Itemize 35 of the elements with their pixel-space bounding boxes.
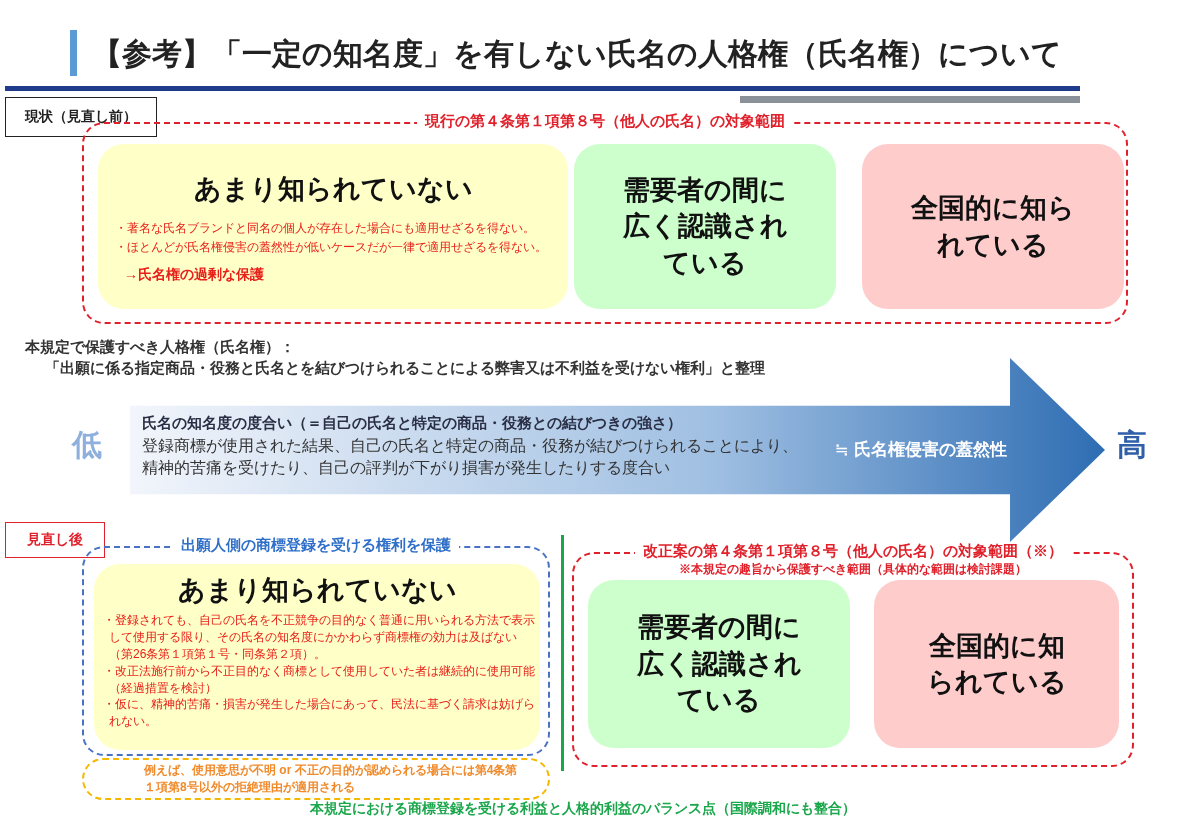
card-heading: 全国的に知られている <box>910 192 1076 262</box>
note-text: 本規定で保護すべき人格権（氏名権）： <box>25 338 295 357</box>
note-text: 本規定における商標登録を受ける利益と人格的利益のバランス点（国際調和にも整合） <box>310 800 856 817</box>
slide-title: 【参考】「一定の知名度」を有しない氏名の人格権（氏名権）について <box>92 36 1062 72</box>
rounded-card <box>574 144 836 309</box>
rounded-card <box>98 144 568 309</box>
dashed-region <box>82 758 550 800</box>
bullet-text: ・改正法施行前から不正目的なく商標として使用していた者は継続的に使用可能（経過措置を検討） <box>102 662 535 697</box>
bullet-text: ・著名な氏名ブランドと同名の個人が存在した場合にも適用せざるを得ない。 <box>114 220 536 238</box>
arrow-heading: 氏名の知名度の度合い（＝自己の氏名と特定の商品・役務との結びつきの強さ） <box>142 413 683 433</box>
label-box <box>5 522 105 558</box>
label-box <box>5 97 157 137</box>
rounded-card <box>862 144 1124 309</box>
card-heading: 需要者の間に広く認識されている <box>635 611 803 718</box>
box-label: 見直し後 <box>27 531 83 549</box>
scale-label: 低 <box>72 427 102 463</box>
card-heading: あまり知られていない <box>176 574 458 607</box>
scale-label: 高 <box>1117 427 1147 463</box>
region-heading: 出願人側の商標登録を受ける権利を保護 <box>173 536 459 555</box>
region-heading: 改正案の第４条第１項第８号（他人の氏名）の対象範囲（※） <box>635 542 1071 561</box>
bullet-text: ・仮に、精神的苦痛・損害が発生した場合にあって、民法に基づく請求は妨げられない。 <box>102 696 535 730</box>
region-heading: 現行の第４条第１項第８号（他人の氏名）の対象範囲 <box>417 112 793 131</box>
rounded-card <box>588 580 850 748</box>
note-text: 「出願に係る指定商品・役務と氏名とを結びつけられることによる弊害又は不利益を受けない権利」と整理 <box>45 359 765 378</box>
card-heading: 全国的に知られている <box>925 629 1068 699</box>
arrow-text: ≒ 氏名権侵害の蓋然性 <box>835 439 1007 461</box>
bullet-text: ・登録されても、自己の氏名を不正競争の目的なく普通に用いられる方法で表示して使用する限り、その氏名の知名度にかかわらず商標権の効力は及ばない（第26条第１項第１号・同条第２項）。 <box>102 612 535 663</box>
rounded-card <box>874 580 1119 748</box>
rounded-card <box>94 564 540 750</box>
region-note: 例えば、使用意思が不明 or 不正の目的が認められる場合には第4条第１項第8号以外の拒絶理由が適用される <box>144 762 519 796</box>
card-heading: あまり知られていない <box>192 172 474 206</box>
arrow-text: 登録商標が使用された結果、自己の氏名と特定の商品・役務が結びつけられることにより、精神的苦痛を受けたり、自己の評判が下がり損害が発生したりする度合い <box>142 435 799 479</box>
bullet-text: ・ほとんどが氏名権侵害の蓋然性が低いケースだが一律で適用せざるを得ない。 <box>114 238 548 256</box>
conclusion-text: →氏名権の過剰な保護 <box>123 265 265 285</box>
card-heading: 需要者の間に広く認識されている <box>621 173 789 280</box>
